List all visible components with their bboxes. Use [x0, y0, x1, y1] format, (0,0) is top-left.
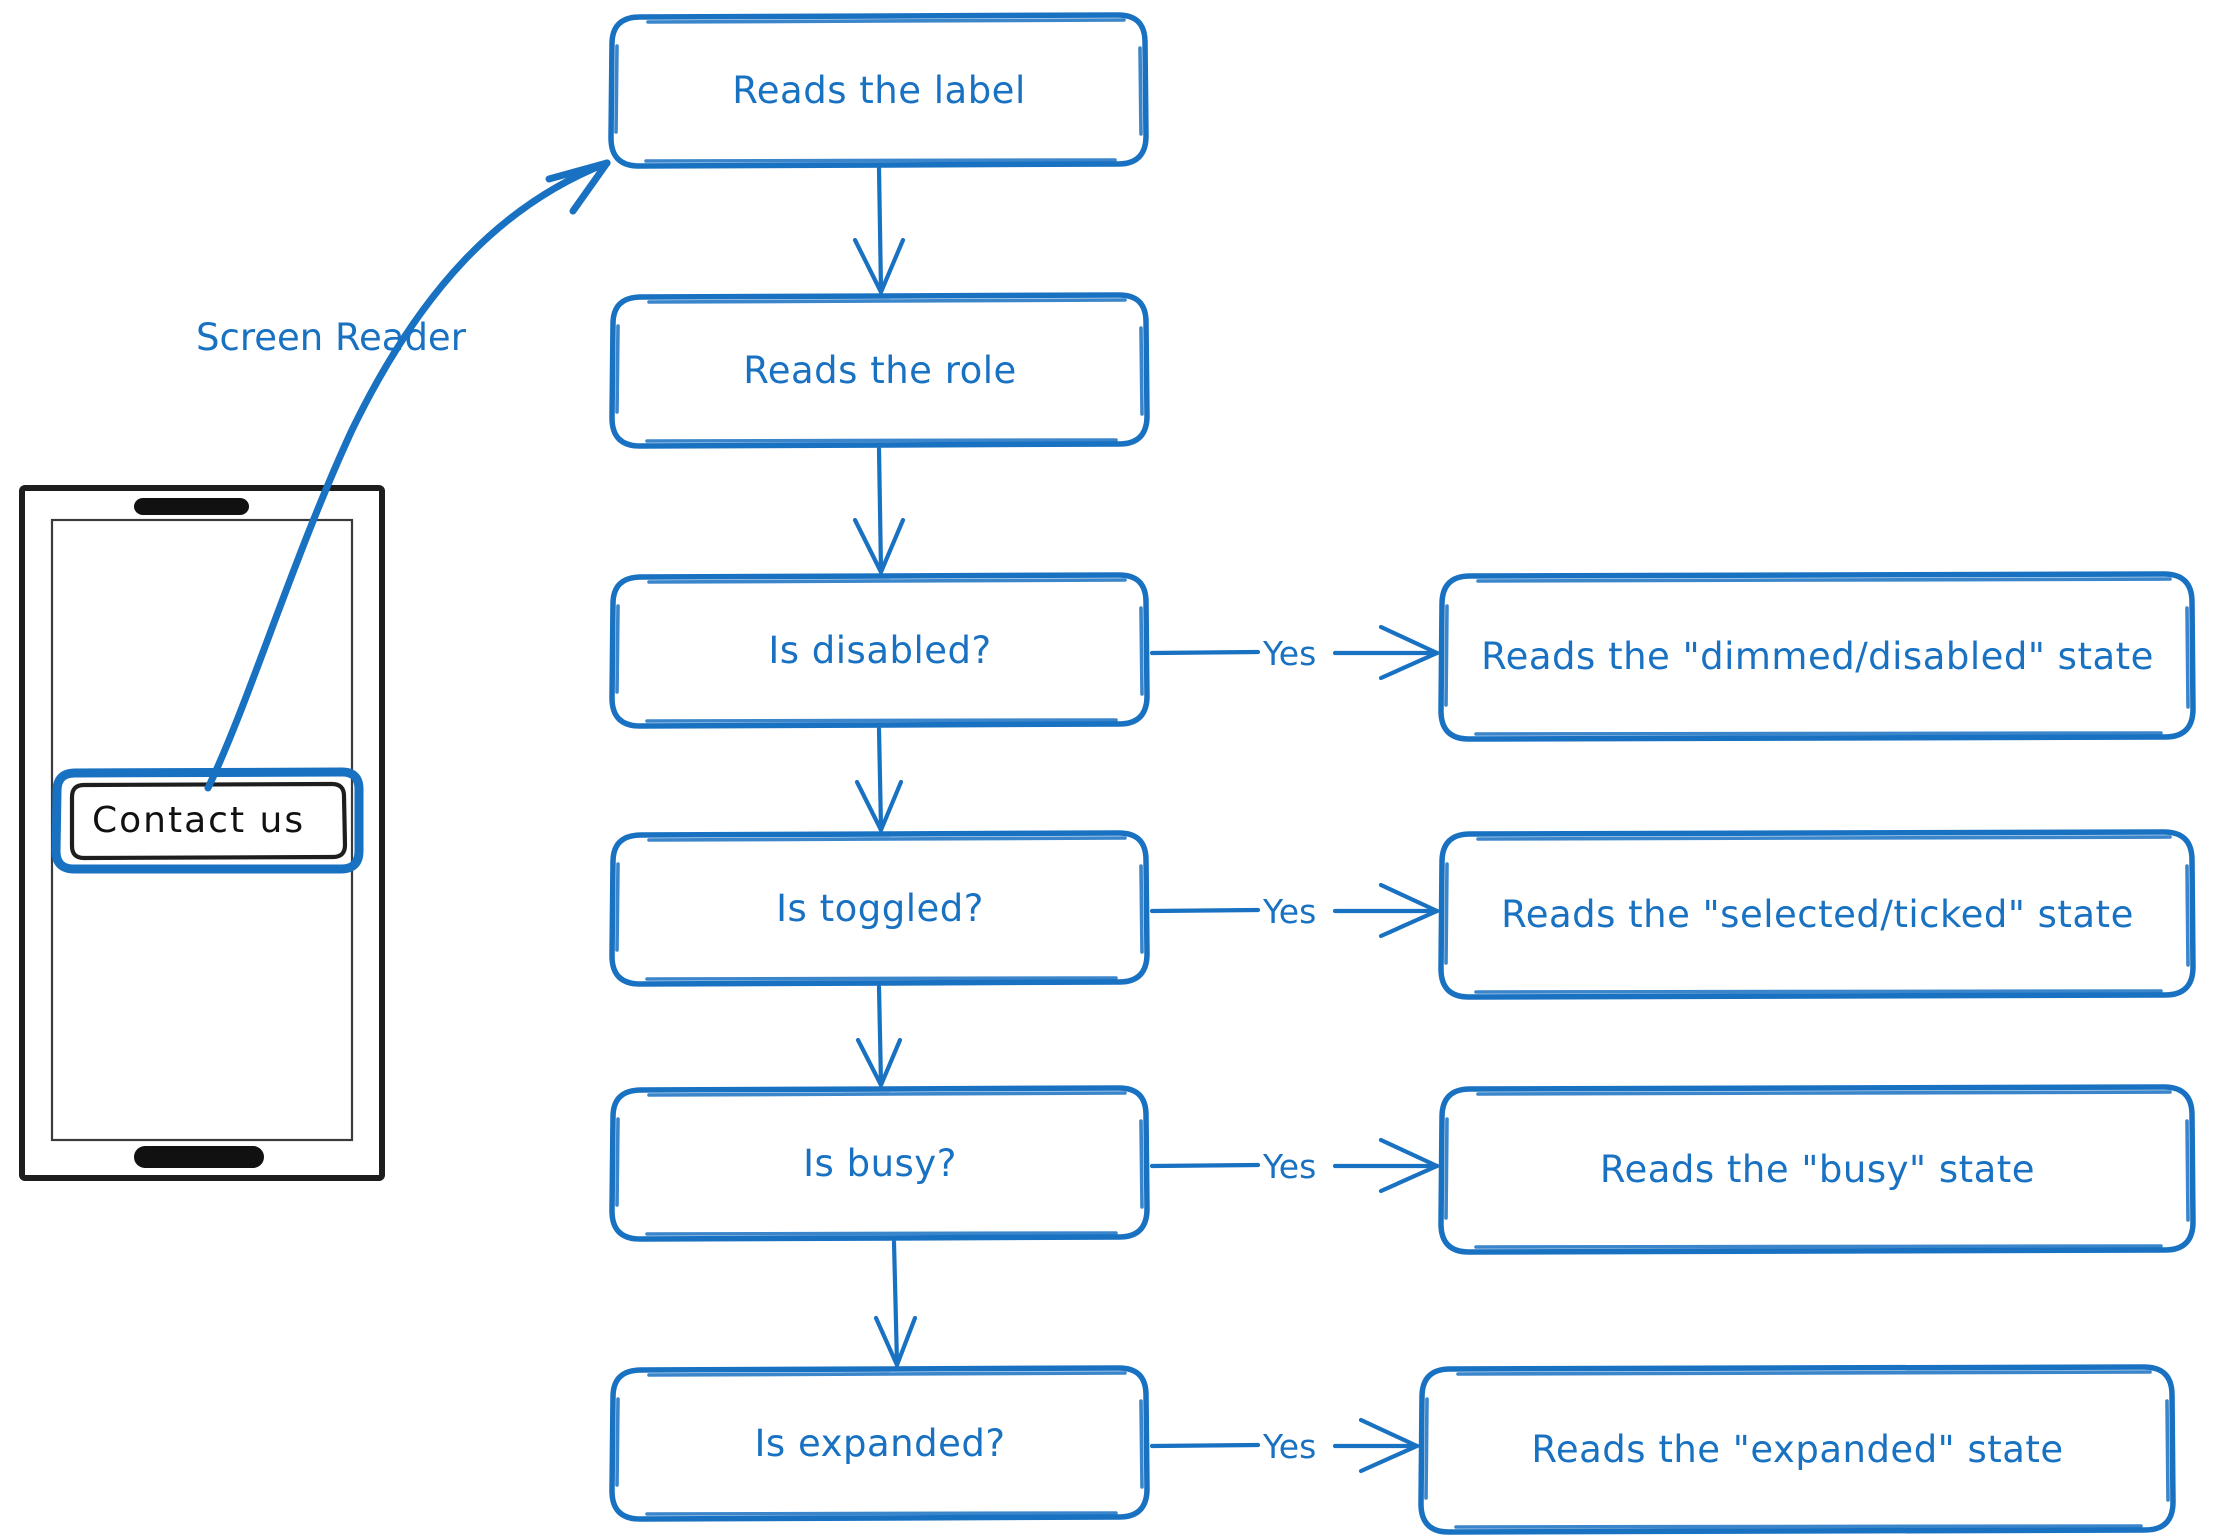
node-is-busy[interactable]	[613, 1088, 1147, 1239]
node-result-expanded[interactable]	[1422, 1367, 2173, 1532]
screen-reader-annotation: Screen Reader	[196, 316, 466, 359]
connector-toggled-to-busy	[858, 987, 900, 1085]
connector-label-to-role	[855, 168, 903, 292]
node-result-busy[interactable]	[1442, 1087, 2193, 1252]
connector-role-to-disabled	[855, 449, 903, 572]
edge-label-yes-expanded: Yes	[1263, 1427, 1316, 1466]
edge-label-yes-busy: Yes	[1263, 1147, 1316, 1186]
node-reads-label[interactable]	[612, 15, 1146, 166]
contact-us-button[interactable]	[56, 772, 360, 870]
edge-label-yes-toggled: Yes	[1263, 892, 1316, 931]
node-result-disabled[interactable]	[1442, 574, 2193, 739]
node-reads-role[interactable]	[613, 295, 1147, 446]
node-is-toggled[interactable]	[613, 833, 1147, 984]
edge-label-yes-disabled: Yes	[1263, 634, 1316, 673]
node-is-expanded[interactable]	[613, 1368, 1147, 1519]
node-is-disabled[interactable]	[613, 575, 1147, 726]
connector-busy-to-expanded	[876, 1242, 915, 1365]
connector-disabled-to-toggled	[857, 729, 901, 830]
node-result-toggled[interactable]	[1442, 832, 2193, 997]
